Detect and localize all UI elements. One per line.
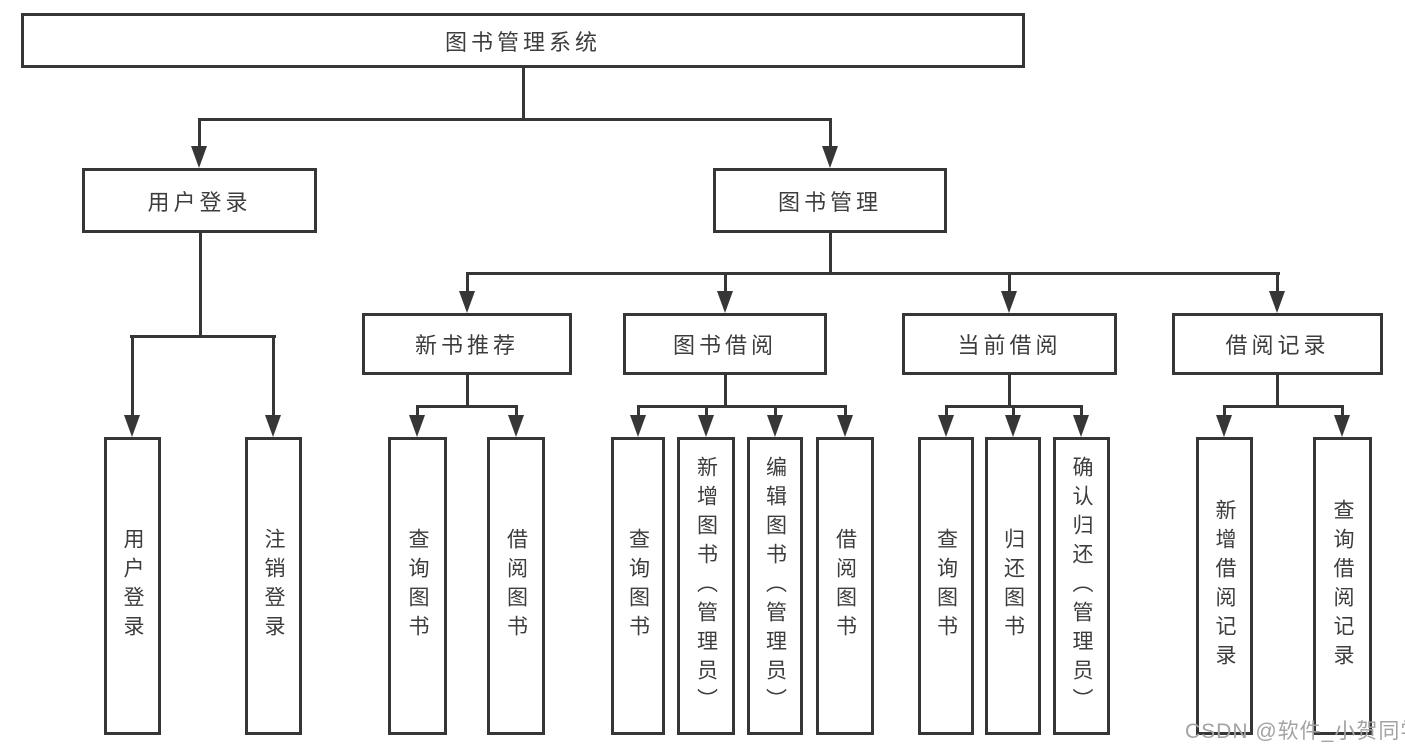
node-leaf-borrow-books-1-label: 借阅图书	[504, 528, 528, 644]
node-leaf-add-borrow-record-label: 新增借阅记录	[1213, 499, 1236, 673]
connector-vline	[724, 375, 727, 407]
connector-vline	[1008, 375, 1011, 407]
node-leaf-confirm-return-admin-box: 确认归还（管理员）	[1053, 437, 1110, 735]
connector-vline	[1008, 272, 1011, 291]
node-new-book-recommend-box: 新书推荐	[362, 313, 572, 375]
arrowhead-down	[409, 415, 425, 437]
connector-vline	[774, 405, 777, 415]
node-borrowing-records-box: 借阅记录	[1172, 313, 1383, 375]
connector-vline	[705, 405, 708, 415]
connector-vline	[515, 405, 518, 415]
connector-vline	[466, 375, 469, 407]
connector-hline	[637, 405, 847, 408]
node-book-borrowing-label: 图书借阅	[672, 333, 777, 358]
connector-vline	[829, 233, 832, 274]
node-library-system-label: 图书管理系统	[444, 29, 601, 55]
node-leaf-query-borrow-record-box: 查询借阅记录	[1313, 437, 1372, 735]
node-leaf-user-login-label: 用户登录	[121, 528, 144, 644]
arrowhead-down	[124, 415, 140, 437]
node-leaf-query-books-2-box: 查询图书	[611, 437, 665, 735]
arrowhead-down	[1334, 415, 1350, 437]
connector-vline	[945, 405, 948, 415]
node-leaf-add-book-admin-box: 新增图书（管理员）	[677, 437, 735, 735]
connector-vline	[131, 335, 134, 415]
arrowhead-down	[938, 415, 954, 437]
arrowhead-down	[1269, 291, 1285, 313]
node-leaf-edit-book-admin-label: 编辑图书（管理员）	[763, 455, 787, 717]
connector-hline	[466, 272, 1280, 275]
node-leaf-query-books-1-box: 查询图书	[388, 437, 447, 735]
connector-vline	[1276, 375, 1279, 407]
node-leaf-query-books-2-label: 查询图书	[626, 528, 650, 644]
node-leaf-return-book-box: 归还图书	[985, 437, 1041, 735]
connector-vline	[1080, 405, 1083, 415]
node-new-book-recommend-label: 新书推荐	[414, 333, 519, 358]
node-leaf-edit-book-admin-box: 编辑图书（管理员）	[747, 437, 803, 735]
connector-vline	[1276, 272, 1279, 291]
node-book-borrowing-box: 图书借阅	[623, 313, 827, 375]
connector-vline	[199, 233, 202, 337]
arrowhead-down	[191, 146, 207, 168]
arrowhead-down	[1005, 415, 1021, 437]
connector-hline	[1223, 405, 1344, 408]
node-leaf-borrow-books-1-box: 借阅图书	[487, 437, 545, 735]
node-leaf-user-login-box: 用户登录	[104, 437, 161, 735]
arrowhead-down	[630, 415, 646, 437]
connector-vline	[272, 335, 275, 415]
connector-vline	[829, 118, 832, 146]
connector-vline	[466, 272, 469, 291]
node-leaf-add-borrow-record-box: 新增借阅记录	[1196, 437, 1253, 735]
arrowhead-down	[1216, 415, 1232, 437]
node-leaf-add-book-admin-label: 新增图书（管理员）	[694, 455, 718, 717]
arrowhead-down	[767, 415, 783, 437]
connector-vline	[198, 118, 201, 146]
node-book-management-label: 图书管理	[777, 189, 882, 215]
arrowhead-down	[822, 146, 838, 168]
node-leaf-borrow-books-2-label: 借阅图书	[833, 528, 857, 644]
connector-vline	[522, 68, 525, 120]
node-user-login-label: 用户登录	[147, 189, 252, 215]
connector-vline	[1223, 405, 1226, 415]
connector-hline	[416, 405, 518, 408]
connector-vline	[1012, 405, 1015, 415]
node-borrowing-records-label: 借阅记录	[1225, 333, 1330, 358]
connector-hline	[198, 118, 832, 121]
node-leaf-query-books-3-label: 查询图书	[934, 528, 958, 644]
arrowhead-down	[1073, 415, 1089, 437]
node-current-borrowing-label: 当前借阅	[957, 333, 1062, 358]
arrowhead-down	[1001, 291, 1017, 313]
node-leaf-logout-label: 注销登录	[262, 528, 285, 644]
node-leaf-confirm-return-admin-label: 确认归还（管理员）	[1070, 455, 1093, 717]
arrowhead-down	[265, 415, 281, 437]
connector-vline	[844, 405, 847, 415]
node-book-management-box: 图书管理	[713, 168, 947, 233]
node-leaf-borrow-books-2-box: 借阅图书	[816, 437, 874, 735]
connector-vline	[1341, 405, 1344, 415]
arrowhead-down	[837, 415, 853, 437]
connector-hline	[130, 335, 276, 338]
node-leaf-query-books-1-label: 查询图书	[406, 528, 429, 644]
arrowhead-down	[698, 415, 714, 437]
node-leaf-query-borrow-record-label: 查询借阅记录	[1331, 499, 1354, 673]
node-leaf-query-books-3-box: 查询图书	[918, 437, 974, 735]
connector-vline	[724, 272, 727, 291]
node-leaf-return-book-label: 归还图书	[1001, 528, 1025, 644]
connector-vline	[416, 405, 419, 415]
arrowhead-down	[717, 291, 733, 313]
arrowhead-down	[508, 415, 524, 437]
arrowhead-down	[459, 291, 475, 313]
node-library-system-box: 图书管理系统	[21, 13, 1025, 68]
node-user-login-box: 用户登录	[82, 168, 317, 233]
connector-vline	[637, 405, 640, 415]
node-leaf-logout-box: 注销登录	[245, 437, 302, 735]
watermark: CSDN @软件_小贺同学	[1185, 720, 1405, 743]
node-current-borrowing-box: 当前借阅	[902, 313, 1117, 375]
